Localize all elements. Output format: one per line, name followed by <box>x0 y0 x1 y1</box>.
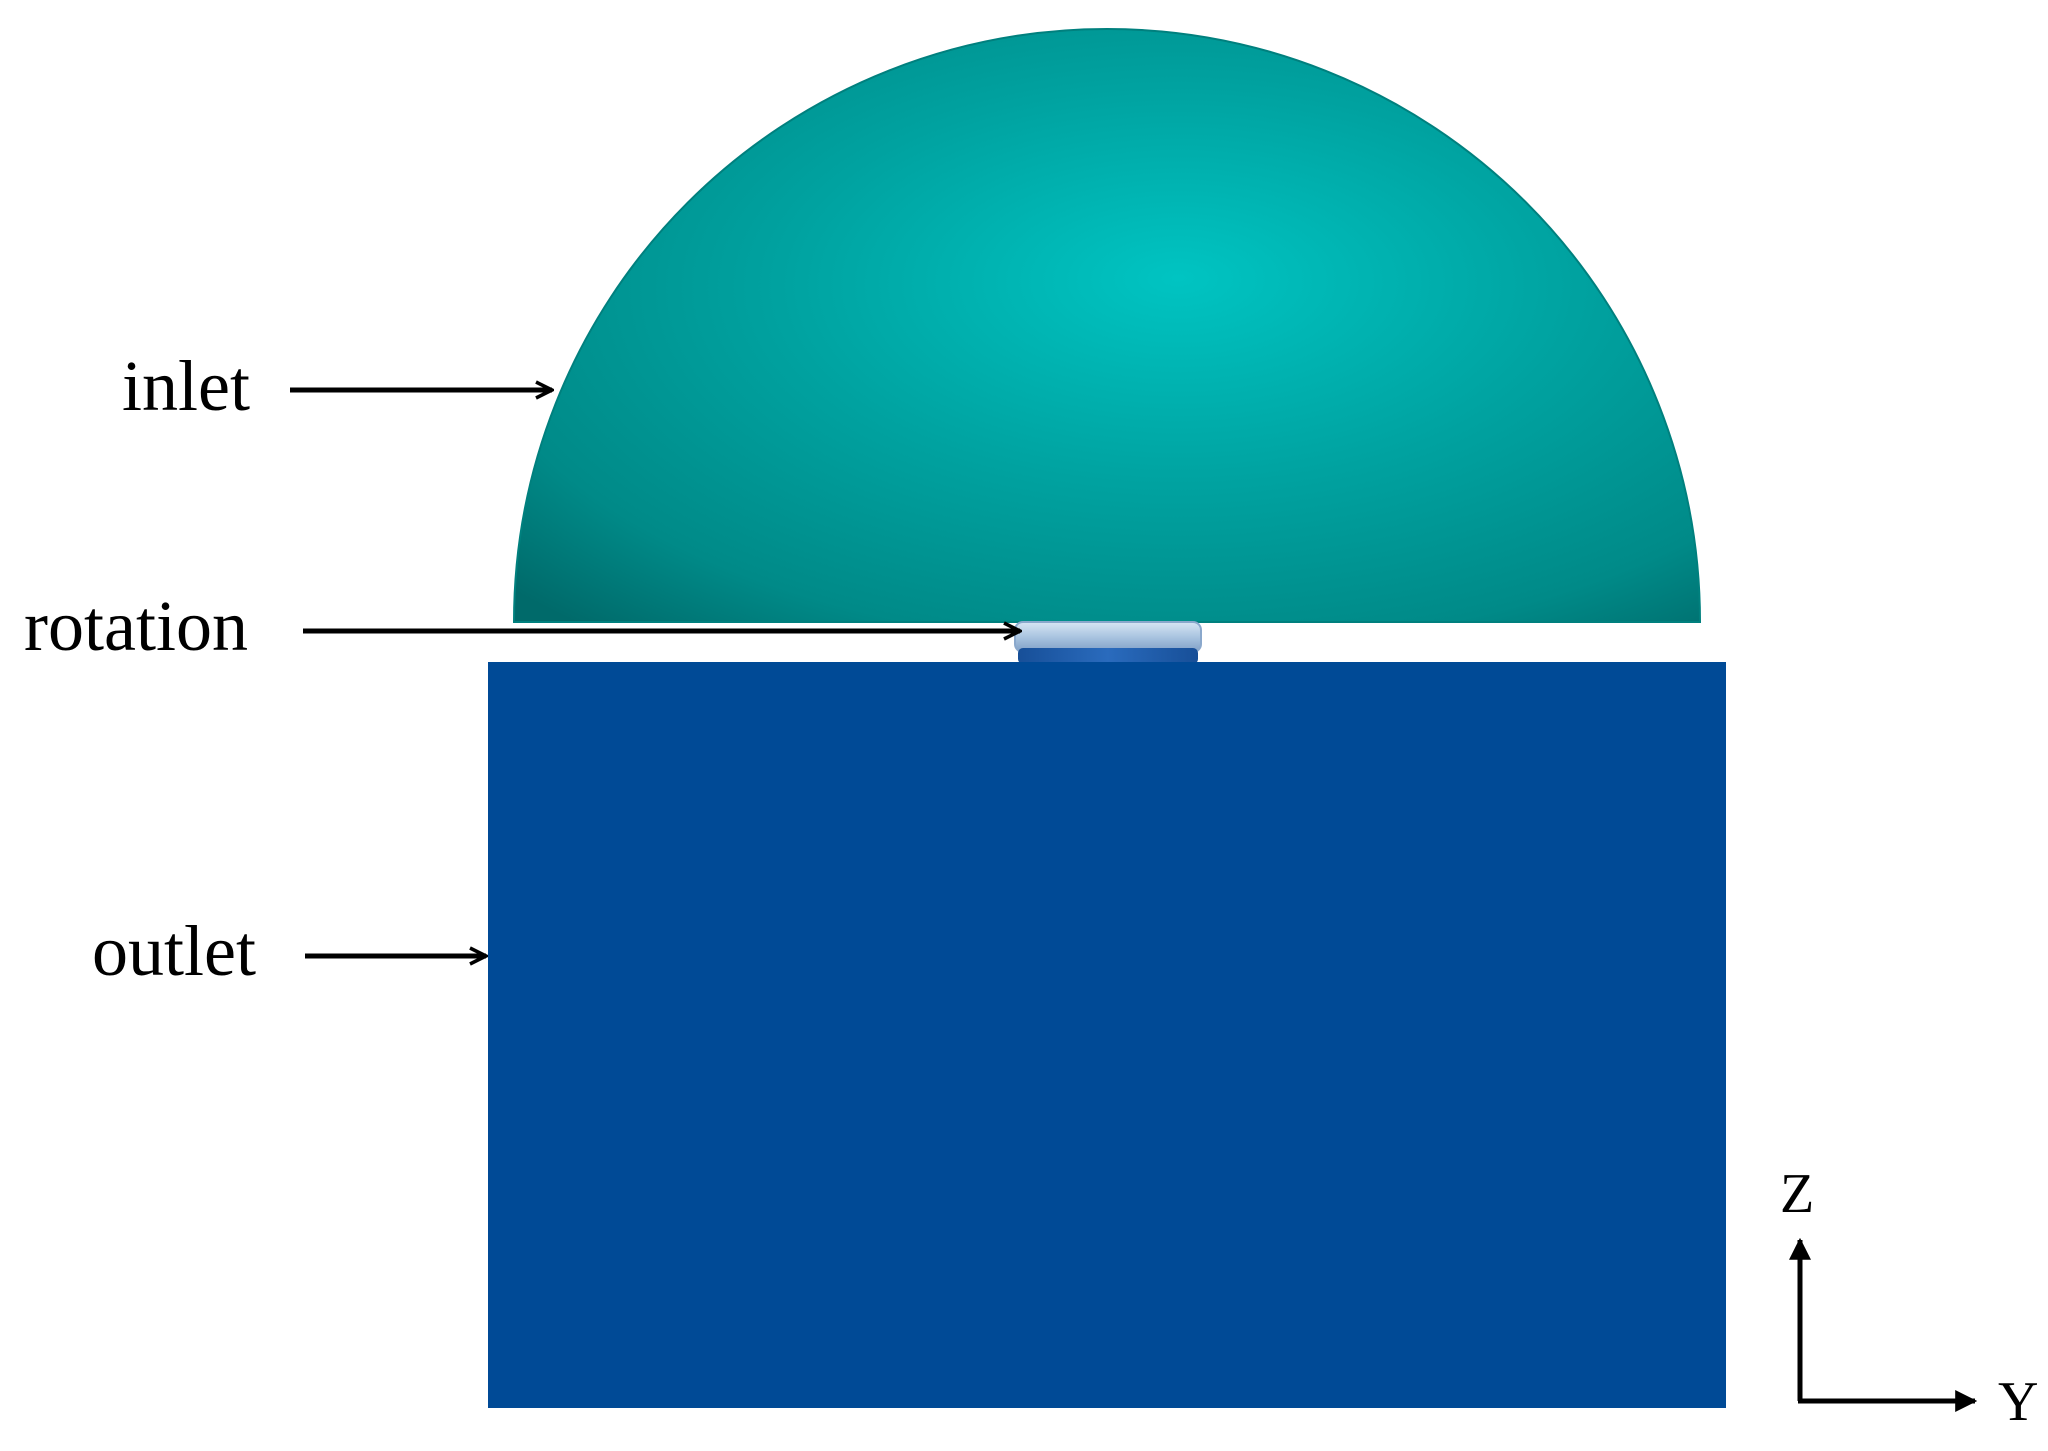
coordinate-axes: Z Y <box>1780 1163 2038 1433</box>
rotation-domain <box>1014 621 1202 664</box>
z-axis-label: Z <box>1780 1163 1814 1225</box>
rotation-label: rotation <box>24 586 248 666</box>
outlet-block <box>488 662 1726 1408</box>
outlet-label: outlet <box>92 911 256 991</box>
rotation-hub <box>1018 648 1198 664</box>
y-axis-label: Y <box>1998 1371 2038 1433</box>
rotation-disk <box>1014 621 1202 653</box>
inlet-label: inlet <box>122 346 250 426</box>
inlet-dome <box>512 28 1702 623</box>
